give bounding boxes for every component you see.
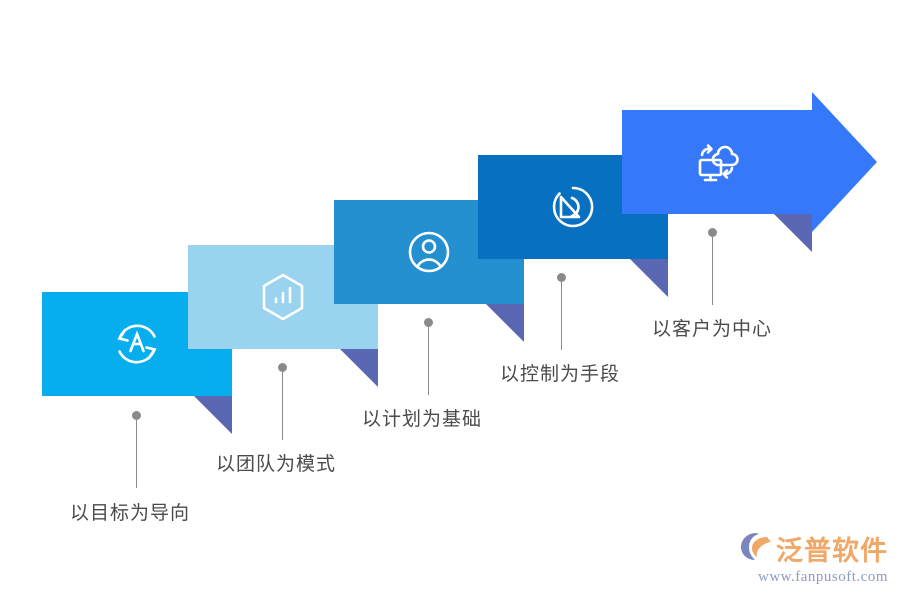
connector-dot-2 <box>278 363 287 372</box>
step-label-5: 以客户为中心 <box>652 318 773 340</box>
watermark-url-text: www.fanpusoft.com <box>757 569 888 585</box>
arrow-head-icon <box>812 92 877 232</box>
step-banner-1-fold <box>194 396 232 434</box>
step-banner-5-fold <box>774 214 812 252</box>
connector-dot-3 <box>424 318 433 327</box>
connector-line-5 <box>712 237 713 305</box>
fanpu-swoosh-logo-icon <box>740 531 772 566</box>
step-banner-5[interactable] <box>622 92 877 252</box>
connector-dot-5 <box>708 228 717 237</box>
connector-line-3 <box>428 327 429 395</box>
connector-dot-1 <box>132 411 141 420</box>
watermark: 泛普软件 www.fanpusoft.com <box>740 529 888 586</box>
connector-line-4 <box>561 282 562 350</box>
step-label-1: 以目标为导向 <box>70 502 191 524</box>
connector-line-1 <box>136 420 137 488</box>
watermark-brand-text: 泛普软件 <box>776 536 888 567</box>
step-label-2: 以团队为模式 <box>216 453 337 475</box>
connector-dot-4 <box>557 273 566 282</box>
step-banner-2-fold <box>340 349 378 387</box>
step-banner-4-fold <box>630 259 668 297</box>
step-label-4: 以控制为手段 <box>500 363 621 385</box>
watermark-brand-row: 泛普软件 <box>740 529 888 568</box>
connector-line-2 <box>282 372 283 440</box>
step-banner-3-fold <box>486 304 524 342</box>
step-banner-5-body <box>622 110 812 214</box>
step-label-3: 以计划为基础 <box>362 408 483 430</box>
